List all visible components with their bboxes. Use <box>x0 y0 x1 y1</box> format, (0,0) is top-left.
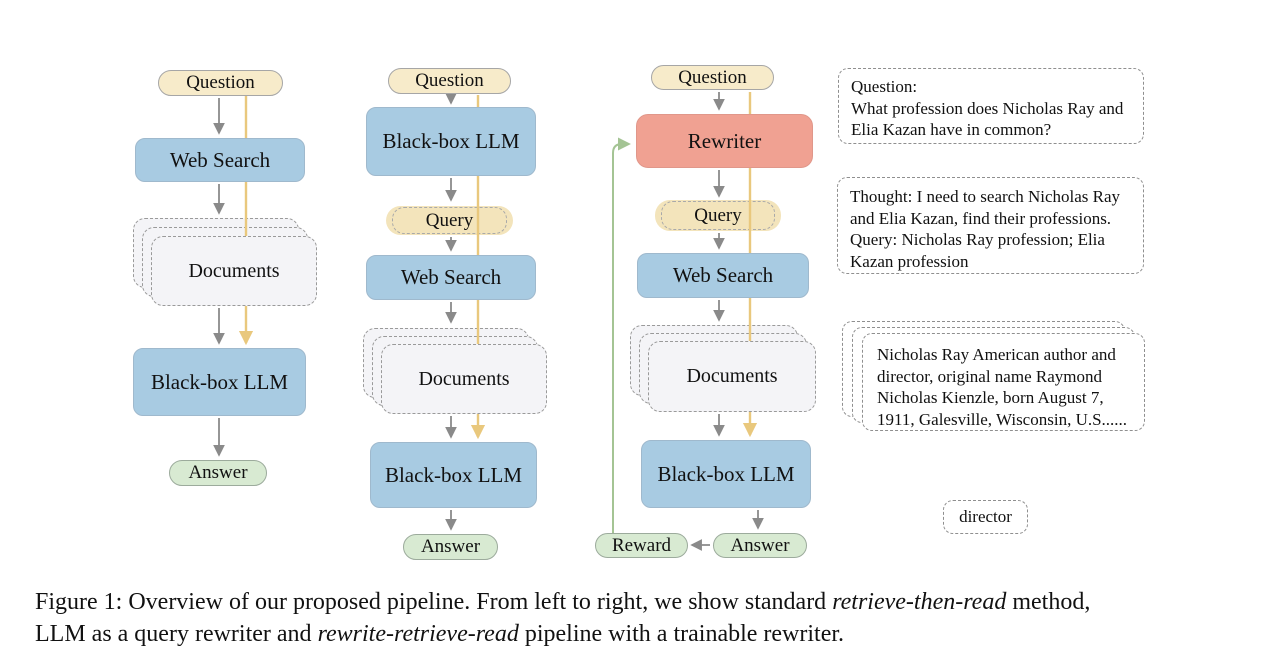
middle-llm-bottom-box: Black-box LLM <box>370 442 537 508</box>
right-rewriter-box: Rewriter <box>636 114 813 168</box>
caption-italic-term: retrieve-then-read <box>832 589 1007 615</box>
example-question-line: What profession does Nicholas Ray and <box>851 98 1124 118</box>
example-thought-line: Query: Nicholas Ray profession; Elia <box>850 230 1105 249</box>
middle-query-pill: Query <box>386 206 513 235</box>
example-question-line: Elia Kazan have in common? <box>851 120 1052 139</box>
left-llm-box: Black-box LLM <box>133 348 306 416</box>
left-llm-label: Black-box LLM <box>150 369 289 394</box>
middle-documents-box: Documents <box>381 344 547 414</box>
left-answer-pill: Answer <box>169 460 267 486</box>
caption-line-2: LLM as a query rewriter and rewrite-retr… <box>35 618 1090 650</box>
right-reward-pill: Reward <box>595 533 688 558</box>
caption-text: method, <box>1006 589 1091 615</box>
caption-text: LLM as a query rewriter and <box>35 621 318 647</box>
example-thought-line: Kazan profession <box>850 251 969 271</box>
middle-answer-label: Answer <box>420 536 481 557</box>
left-documents-label: Documents <box>188 259 280 282</box>
right-answer-label: Answer <box>730 534 790 556</box>
right-web-search-label: Web Search <box>672 263 774 287</box>
right-llm-box: Black-box LLM <box>641 440 811 508</box>
right-documents-box: Documents <box>648 341 816 412</box>
right-rewriter-label: Rewriter <box>687 128 762 153</box>
middle-question-pill: Question <box>388 68 511 94</box>
right-reward-label: Reward <box>611 534 672 556</box>
caption-line-1: Figure 1: Overview of our proposed pipel… <box>35 586 1090 618</box>
example-documents-line: Nicholas Ray American author and <box>877 345 1116 364</box>
example-answer-box: director <box>943 500 1028 534</box>
caption-italic-term: rewrite-retrieve-read <box>317 621 519 647</box>
example-documents-line: Nicholas Kienzle, born August 7, <box>877 388 1104 407</box>
middle-llm-bottom-label: Black-box LLM <box>384 462 523 487</box>
middle-web-search-box: Web Search <box>366 255 536 300</box>
right-documents-label: Documents <box>686 365 778 387</box>
example-question-line: Question: <box>851 77 918 96</box>
right-query-label: Query <box>694 204 742 226</box>
caption-text: Figure 1: Overview of our proposed pipel… <box>35 589 833 615</box>
left-question-pill: Question <box>158 70 283 96</box>
figure-caption: Figure 1: Overview of our proposed pipel… <box>35 586 1090 650</box>
right-question-label: Question <box>678 66 747 88</box>
middle-llm-top-label: Black-box LLM <box>382 129 520 153</box>
example-documents-box: Nicholas Ray American author and directo… <box>862 333 1145 431</box>
middle-llm-top-box: Black-box LLM <box>366 107 536 176</box>
left-web-search-label: Web Search <box>169 147 271 172</box>
middle-question-label: Question <box>415 70 484 91</box>
middle-documents-label: Documents <box>418 367 510 390</box>
right-web-search-box: Web Search <box>637 253 809 298</box>
example-answer-label: director <box>959 507 1012 526</box>
left-answer-label: Answer <box>188 462 248 483</box>
caption-text: pipeline with a trainable rewriter. <box>518 621 845 647</box>
example-question-box: Question: What profession does Nicholas … <box>838 68 1144 144</box>
left-web-search-box: Web Search <box>135 138 305 182</box>
right-query-pill: Query <box>655 200 781 231</box>
right-question-pill: Question <box>651 65 774 90</box>
example-documents-line: director, original name Raymond <box>877 366 1102 386</box>
left-documents-box: Documents <box>151 236 317 306</box>
example-thought-box: Thought: I need to search Nicholas Ray a… <box>837 177 1144 274</box>
example-thought-line: Thought: I need to search Nicholas Ray <box>850 187 1121 206</box>
example-thought-line: and Elia Kazan, find their professions. <box>850 208 1112 228</box>
middle-query-label: Query <box>425 209 474 231</box>
example-documents-line: 1911, Galesville, Wisconsin, U.S...... <box>877 409 1128 429</box>
right-llm-label: Black-box LLM <box>657 461 795 486</box>
middle-web-search-label: Web Search <box>400 265 502 289</box>
left-question-label: Question <box>186 72 255 93</box>
reward-feedback-line <box>612 137 631 533</box>
right-answer-pill: Answer <box>713 533 807 558</box>
middle-answer-pill: Answer <box>403 534 498 560</box>
